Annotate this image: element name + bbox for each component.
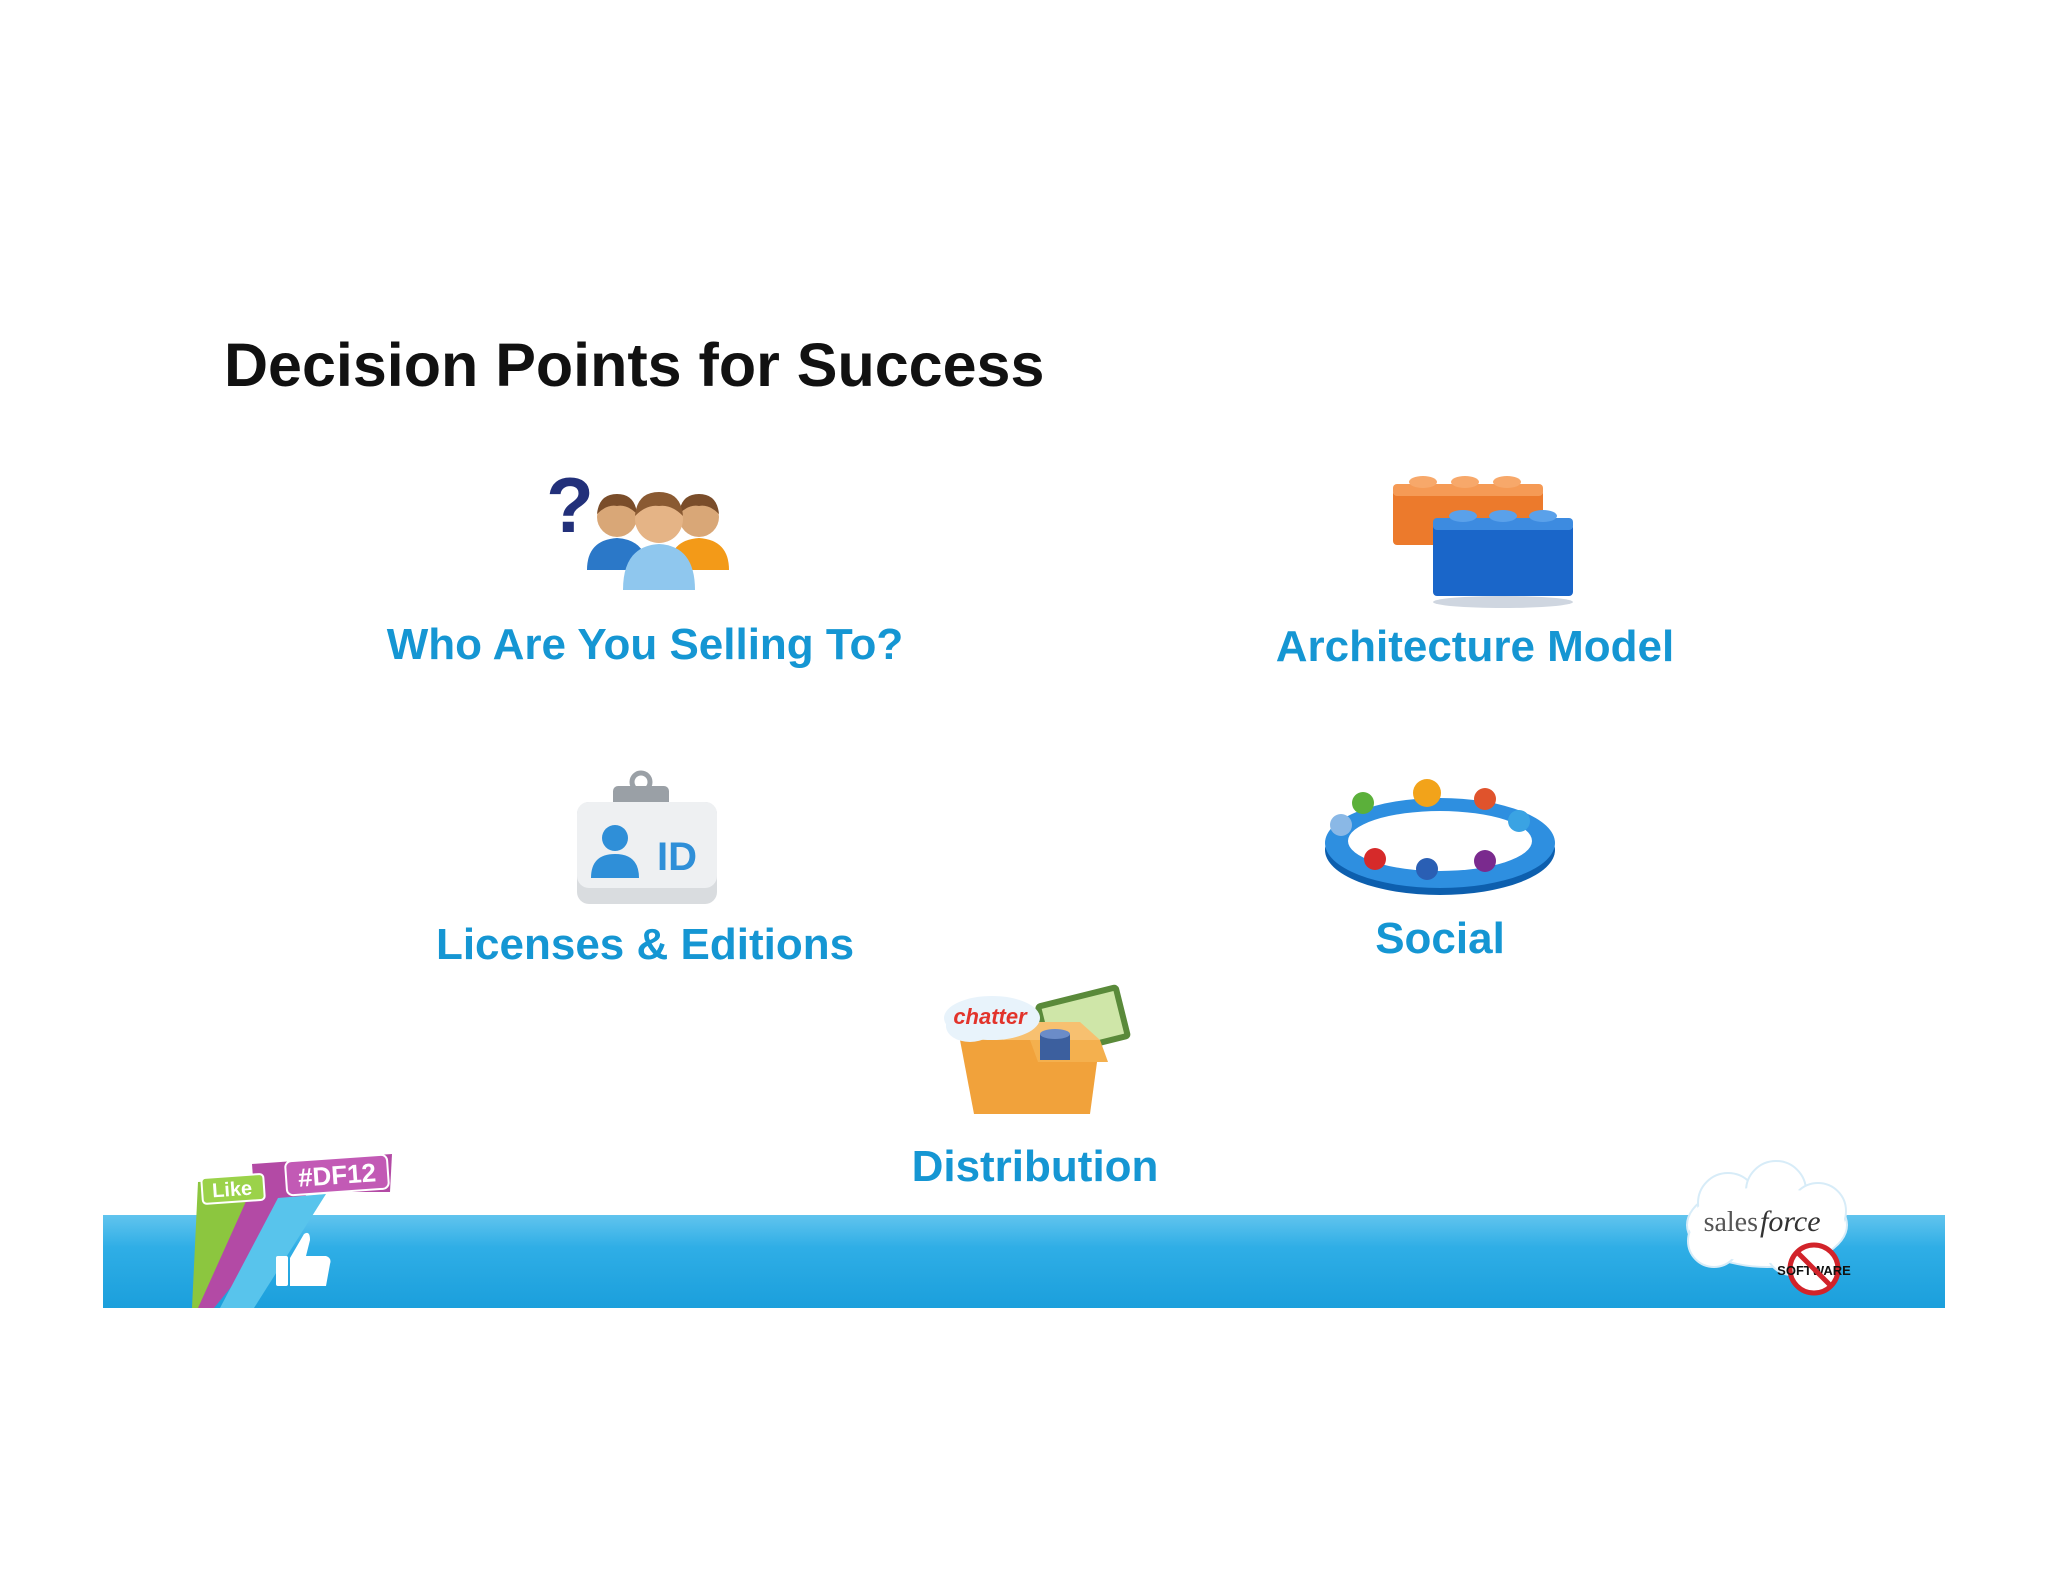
item-architecture-model: Architecture Model [1230, 462, 1720, 672]
svg-text:ID: ID [657, 835, 697, 879]
svg-text:sales: sales [1704, 1207, 1758, 1238]
item-label: Licenses & Editions [435, 920, 855, 969]
item-label: Who Are You Selling To? [386, 620, 904, 669]
slide-title: Decision Points for Success [224, 331, 1045, 399]
svg-text:?: ? [546, 462, 594, 549]
item-licenses-editions: ID Licenses & Editions [385, 770, 905, 970]
social-ring-icon [1325, 779, 1555, 895]
svg-text:chatter: chatter [953, 1004, 1028, 1029]
salesforce-logo: sales force SOFTWARE [1672, 1157, 1862, 1302]
item-label: Architecture Model [1275, 622, 1675, 671]
footer-band [103, 1215, 1945, 1308]
package-box-icon: chatter [944, 984, 1131, 1114]
item-social: Social [1290, 775, 1590, 964]
thumbs-up-icon [276, 1232, 331, 1286]
item-label: Distribution [911, 1142, 1159, 1191]
svg-text:Like: Like [211, 1178, 252, 1203]
svg-text:#DF12: #DF12 [297, 1157, 377, 1192]
svg-text:force: force [1760, 1205, 1821, 1238]
event-badge-logo: Like #DF12 [192, 1148, 402, 1313]
item-label: Social [1375, 914, 1505, 963]
item-distribution: chatter Distribution [880, 982, 1190, 1192]
no-software-icon: SOFTWARE [1777, 1242, 1851, 1296]
id-badge-icon: ID [577, 770, 717, 904]
people-question-icon: ? [546, 462, 729, 590]
item-who-are-you-selling-to: ? Who Are You Selling To? [360, 462, 930, 670]
building-blocks-icon [1393, 476, 1573, 608]
